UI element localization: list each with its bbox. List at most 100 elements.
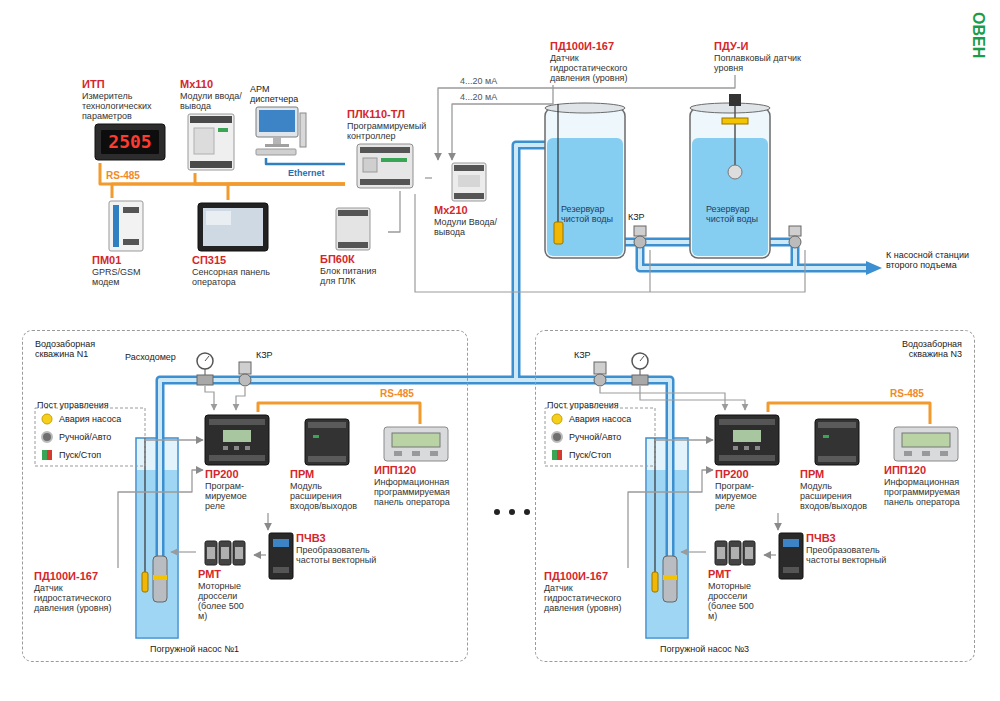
rs485-bus bbox=[258, 403, 420, 424]
device-box: РМТМоторные дроссели (более 500 м) bbox=[706, 538, 764, 623]
rs485-bus bbox=[228, 184, 345, 200]
drawing-part bbox=[634, 236, 646, 248]
device-part bbox=[818, 422, 856, 428]
device-part bbox=[194, 128, 214, 154]
device-name: ПД100И-167 bbox=[544, 570, 640, 583]
device-part bbox=[360, 147, 410, 153]
device-picture bbox=[894, 427, 958, 461]
device-part bbox=[221, 547, 229, 559]
device-box: ПЧВ3Преобразователь частоты векторный bbox=[266, 530, 380, 567]
device-part bbox=[245, 446, 250, 450]
device-part bbox=[273, 137, 281, 144]
drawing-part bbox=[594, 374, 606, 386]
drawing-part bbox=[509, 509, 515, 515]
drawing-part bbox=[239, 362, 251, 374]
device-part bbox=[823, 435, 829, 438]
device-part bbox=[783, 539, 799, 547]
valve-name: КЗР bbox=[256, 350, 273, 360]
tank-box: Резервуар чистой воды bbox=[690, 108, 770, 258]
device-name: ПР200 bbox=[715, 468, 779, 481]
drawing-part bbox=[789, 226, 801, 236]
mode-switch bbox=[552, 432, 562, 442]
device-box: СП315Сенсорная панель оператора bbox=[190, 200, 276, 289]
device-box: БП60КБлок питания для ПЛК bbox=[318, 205, 388, 288]
description-text: Датчик гидростатического давления (уровн… bbox=[34, 583, 130, 613]
description-text: Модули Ввода/вывода bbox=[434, 217, 504, 237]
drawing-part bbox=[632, 353, 648, 369]
description-text: Резервуар чистой воды bbox=[706, 204, 768, 224]
device-part bbox=[452, 163, 486, 201]
drawing-part bbox=[236, 387, 245, 410]
description-text: Датчик гидростатического давления (уровн… bbox=[544, 583, 640, 613]
device-part bbox=[308, 422, 346, 428]
device-part bbox=[233, 541, 245, 565]
device-part bbox=[273, 567, 289, 573]
control-post: Пост управленияАвария насосаРучной/АвтоП… bbox=[545, 398, 655, 466]
description-text: Программируемый контроллер bbox=[347, 121, 423, 141]
device-part bbox=[198, 203, 268, 251]
rs485-bus bbox=[768, 403, 930, 424]
description-text: Сенсорная панель оператора bbox=[192, 267, 274, 287]
device-name: ПЧВ3 bbox=[806, 532, 888, 545]
device-box: ПР200Програм- мируемое реле bbox=[203, 412, 271, 513]
drawing-part bbox=[640, 369, 641, 375]
description-text: Преобразователь частоты векторный bbox=[296, 545, 378, 565]
device-name: СП315 bbox=[192, 254, 274, 267]
water-pipes bbox=[160, 145, 882, 560]
description-text: Информационная программируемая панель оп… bbox=[374, 477, 458, 507]
drawing-part bbox=[197, 353, 213, 369]
drawing-part bbox=[494, 509, 500, 515]
device-pictures bbox=[35, 107, 958, 579]
device-part bbox=[715, 415, 779, 465]
device-part bbox=[265, 144, 289, 147]
device-part bbox=[894, 427, 958, 461]
signal-line bbox=[425, 177, 432, 178]
drawing-part bbox=[692, 138, 768, 256]
rs485-bus bbox=[100, 163, 345, 184]
drawing-part bbox=[681, 551, 706, 552]
post-frame bbox=[35, 408, 145, 466]
device-part bbox=[394, 451, 402, 456]
device-part bbox=[743, 541, 755, 565]
device-part bbox=[218, 128, 228, 132]
device-picture bbox=[815, 419, 859, 465]
device-part bbox=[256, 149, 296, 155]
device-box: РМТМоторные дроссели (более 500 м) bbox=[196, 538, 254, 623]
device-name: ПРМ bbox=[290, 468, 364, 481]
device-part bbox=[203, 208, 263, 246]
device-part bbox=[384, 427, 448, 461]
drawing-part bbox=[205, 356, 209, 361]
description-text: Моторные дроссели (более 500 м) bbox=[708, 581, 762, 621]
device-part bbox=[336, 208, 370, 250]
device-name: ПМ01 bbox=[92, 254, 160, 267]
drawing-part bbox=[634, 226, 646, 236]
tanks bbox=[545, 94, 770, 258]
control-item: Ручной/Авто bbox=[37, 428, 143, 446]
device-part bbox=[745, 547, 753, 559]
device-part bbox=[308, 456, 346, 462]
description-text: Програм- мируемое реле bbox=[205, 481, 269, 511]
device-part bbox=[360, 179, 410, 185]
control-item: Авария насоса bbox=[37, 410, 143, 428]
signal-line bbox=[777, 513, 778, 530]
device-part bbox=[940, 451, 948, 456]
signal-line bbox=[438, 75, 735, 160]
sensor-box: ПД100И-167Датчик гидростатического давле… bbox=[542, 568, 642, 615]
wells bbox=[136, 438, 688, 638]
drawing-part bbox=[545, 108, 625, 258]
device-part bbox=[357, 144, 413, 188]
pump-name: Погружной насос №3 bbox=[660, 644, 749, 654]
description-text: Пост управления bbox=[37, 400, 143, 410]
device-part bbox=[188, 114, 234, 170]
drawing-part bbox=[153, 556, 167, 602]
device-box: ИПП120Информационная программируемая пан… bbox=[372, 424, 460, 509]
device-name: ПР200 bbox=[205, 468, 269, 481]
drawing-part bbox=[557, 104, 558, 222]
drawing-part bbox=[690, 108, 770, 258]
edge-label: 4...20 мА bbox=[458, 76, 499, 86]
device-part bbox=[219, 541, 231, 565]
drawing-part bbox=[239, 374, 251, 386]
description-text: Пост управления bbox=[547, 400, 653, 410]
description-text: Програм- мируемое реле bbox=[715, 481, 779, 511]
